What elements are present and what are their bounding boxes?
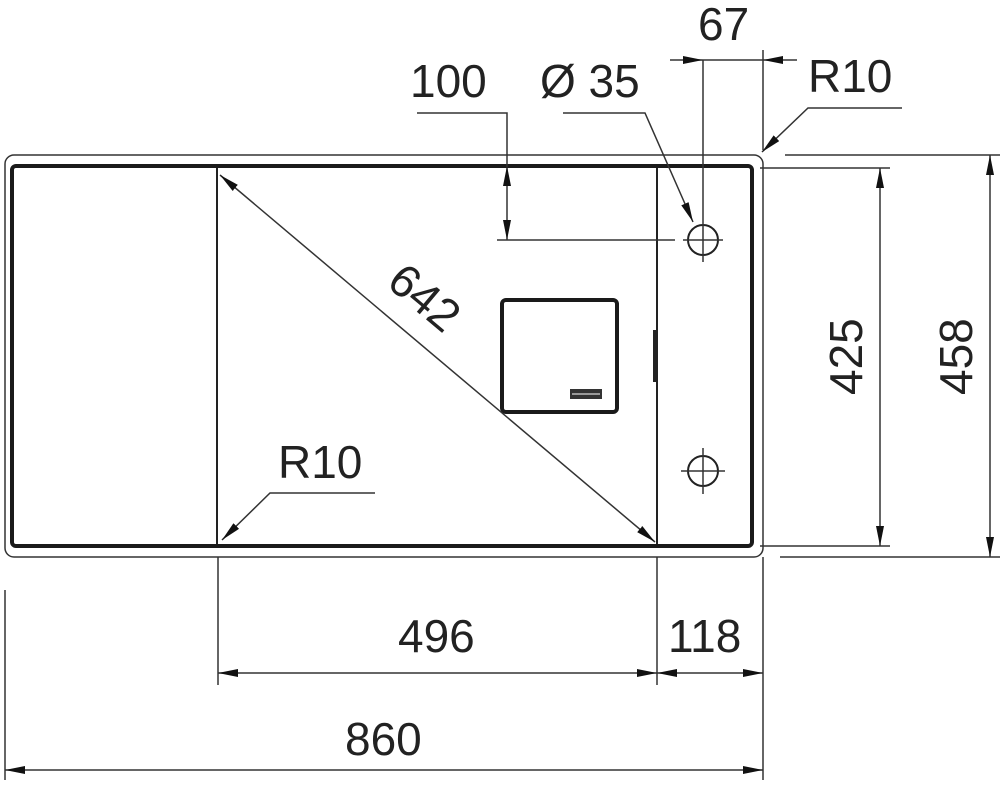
depth-458-label: 458	[930, 318, 982, 395]
width-118-label: 118	[668, 610, 741, 662]
tap-hole-bottom	[681, 448, 725, 494]
width-860-label: 860	[345, 713, 422, 765]
sink-inner-rim	[10, 164, 754, 548]
diameter-leader	[563, 112, 694, 223]
diagonal-label: 642	[379, 253, 471, 342]
diameter-label: Ø 35	[540, 55, 640, 107]
offset-67-label: 67	[698, 0, 749, 50]
radius-bowl-leader	[221, 492, 375, 541]
radius-top-label: R10	[808, 50, 892, 102]
radius-bowl-label: R10	[278, 436, 362, 488]
offset-100-leader	[417, 112, 508, 166]
radius-top-leader	[761, 107, 902, 153]
diagonal-dimension-line	[219, 174, 656, 543]
width-496-label: 496	[398, 610, 475, 662]
tap-hole-top	[683, 60, 723, 262]
depth-425-label: 425	[820, 318, 872, 395]
offset-100-label: 100	[410, 55, 487, 107]
sink-outline	[4, 154, 764, 558]
